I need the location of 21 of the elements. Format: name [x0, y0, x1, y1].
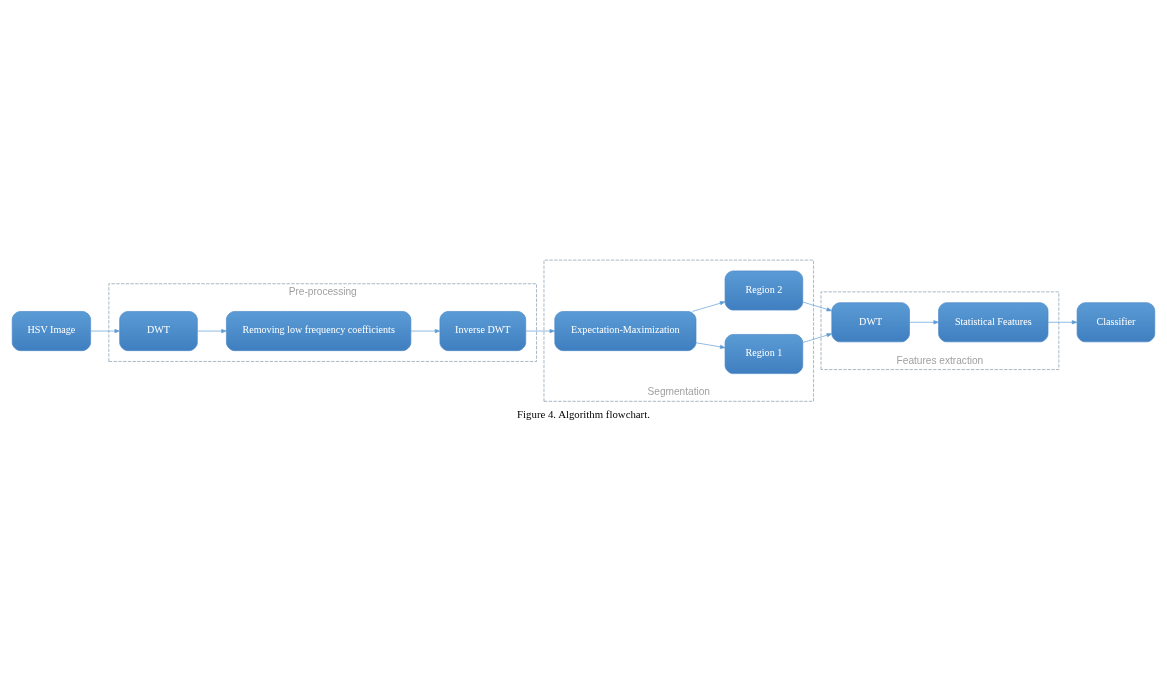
node-box: DWT: [119, 311, 198, 351]
node-box: Inverse DWT: [439, 311, 527, 351]
node-box: Region 2: [724, 270, 804, 311]
node-box: Region 1: [724, 334, 804, 374]
arrow: [802, 301, 832, 312]
arrow: [692, 301, 726, 312]
arrow: [90, 329, 120, 334]
caption: Figure 4. Algorithm flowchart.: [517, 408, 650, 421]
arrow: [525, 329, 555, 334]
arrow: [1047, 320, 1078, 325]
node-box: Classifier: [1076, 302, 1156, 343]
arrow: [695, 342, 726, 349]
node-box: Removing low frequency coefficients: [226, 311, 412, 351]
node-box: Statistical Features: [938, 302, 1049, 343]
arrow: [197, 329, 227, 334]
node-box: DWT: [831, 302, 910, 343]
arrow: [909, 320, 939, 325]
node-box: Expectation-Maximization: [554, 311, 697, 351]
arrow: [802, 333, 832, 343]
node-box: HSV Image: [11, 311, 91, 351]
arrow: [410, 329, 441, 334]
